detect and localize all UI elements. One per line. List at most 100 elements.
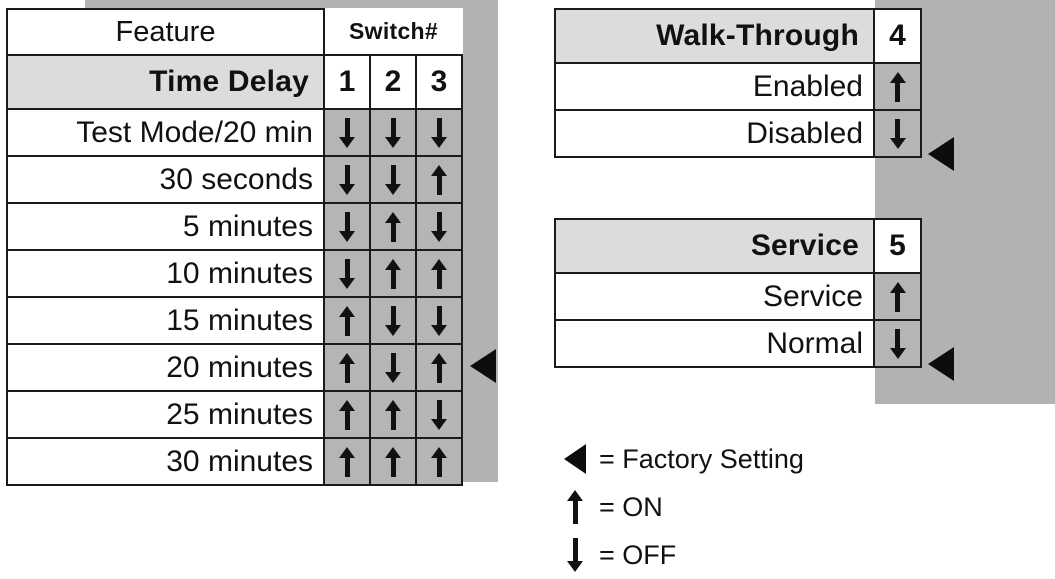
time-delay-option-label: 10 minutes xyxy=(6,249,325,298)
section-title-row: Service 5 xyxy=(554,218,922,274)
table-row: 25 minutes xyxy=(6,390,463,439)
switch-state-1 xyxy=(323,108,371,157)
switch-state-1 xyxy=(323,437,371,486)
table-row: 30 seconds xyxy=(6,155,463,204)
service-option-label: Service xyxy=(554,272,875,321)
arrow-down-icon xyxy=(380,164,406,195)
switch-state-1 xyxy=(323,202,371,251)
section-title-walk-through: Walk-Through xyxy=(554,8,875,64)
table-row: Service xyxy=(554,272,922,321)
arrow-up-icon xyxy=(334,399,360,430)
triangle-left-icon xyxy=(551,444,599,474)
switch-state xyxy=(873,319,922,368)
arrow-up-icon xyxy=(380,446,406,477)
switch-state-2 xyxy=(369,296,417,345)
time-delay-option-label: Test Mode/20 min xyxy=(6,108,325,157)
switch-state-2 xyxy=(369,202,417,251)
arrow-up-icon xyxy=(380,211,406,242)
table-row: 15 minutes xyxy=(6,296,463,345)
switch-state-1 xyxy=(323,343,371,392)
table-row: 20 minutes xyxy=(6,343,463,392)
time-delay-option-label: 20 minutes xyxy=(6,343,325,392)
arrow-down-icon xyxy=(885,328,911,359)
factory-setting-marker-time-delay xyxy=(470,349,496,383)
switch-state-3 xyxy=(415,437,463,486)
switch-number-3: 3 xyxy=(415,54,463,110)
time-delay-option-label: 5 minutes xyxy=(6,202,325,251)
legend-label: = OFF xyxy=(599,539,677,570)
table-row: Normal xyxy=(554,319,922,368)
arrow-down-icon xyxy=(380,352,406,383)
arrow-down-icon xyxy=(334,164,360,195)
table-row: Disabled xyxy=(554,109,922,158)
table-row: 30 minutes xyxy=(6,437,463,486)
arrow-down-icon xyxy=(380,305,406,336)
arrow-down-icon xyxy=(426,399,452,430)
arrow-up-icon xyxy=(551,490,599,524)
time-delay-option-label: 25 minutes xyxy=(6,390,325,439)
factory-setting-marker-walk-through xyxy=(928,137,954,171)
arrow-up-icon xyxy=(426,352,452,383)
arrow-up-icon xyxy=(380,399,406,430)
legend-label: = ON xyxy=(599,491,663,522)
table-row: 5 minutes xyxy=(6,202,463,251)
table-row: Test Mode/20 min xyxy=(6,108,463,157)
factory-setting-marker-service xyxy=(928,347,954,381)
arrow-down-icon xyxy=(561,538,589,572)
walk-through-option-label: Disabled xyxy=(554,109,875,158)
arrow-down-icon xyxy=(426,305,452,336)
switch-state-3 xyxy=(415,249,463,298)
time-delay-table: Feature Switch# Time Delay 1 2 3 Test Mo… xyxy=(6,8,463,486)
section-title-row: Time Delay 1 2 3 xyxy=(6,54,463,110)
switch-state-2 xyxy=(369,437,417,486)
switch-state-3 xyxy=(415,390,463,439)
arrow-down-icon xyxy=(885,118,911,149)
switch-state-3 xyxy=(415,296,463,345)
switch-number-1: 1 xyxy=(323,54,371,110)
switch-state-3 xyxy=(415,108,463,157)
legend-row: = Factory Setting xyxy=(551,435,971,483)
switch-state xyxy=(873,109,922,158)
arrow-up-icon xyxy=(426,258,452,289)
legend-row: = ON xyxy=(551,483,971,531)
table-row: Enabled xyxy=(554,62,922,111)
legend-row: = OFF xyxy=(551,531,971,579)
switch-state-3 xyxy=(415,155,463,204)
arrow-down-icon xyxy=(551,538,599,572)
switch-state-1 xyxy=(323,390,371,439)
switch-state-1 xyxy=(323,296,371,345)
legend: = Factory Setting = ON = OFF xyxy=(551,435,971,579)
switch-state-2 xyxy=(369,108,417,157)
feature-column-header: Feature xyxy=(6,8,325,56)
section-title-service: Service xyxy=(554,218,875,274)
section-title-time-delay: Time Delay xyxy=(6,54,325,110)
switch-state-3 xyxy=(415,343,463,392)
switch-state-1 xyxy=(323,249,371,298)
arrow-down-icon xyxy=(334,258,360,289)
arrow-up-icon xyxy=(334,305,360,336)
table-header-row: Feature Switch# xyxy=(6,8,462,56)
switch-state-2 xyxy=(369,390,417,439)
arrow-up-icon xyxy=(334,446,360,477)
switch-state-2 xyxy=(369,343,417,392)
switch-column-header: Switch# xyxy=(348,18,438,44)
arrow-up-icon xyxy=(380,258,406,289)
switch-state-3 xyxy=(415,202,463,251)
switch-number-5: 5 xyxy=(873,218,922,274)
legend-label: = Factory Setting xyxy=(599,443,804,474)
walk-through-option-label: Enabled xyxy=(554,62,875,111)
arrow-up-icon xyxy=(426,164,452,195)
time-delay-option-label: 30 seconds xyxy=(6,155,325,204)
arrow-up-icon xyxy=(885,281,911,312)
arrow-up-icon xyxy=(885,71,911,102)
switch-state-2 xyxy=(369,155,417,204)
service-option-label: Normal xyxy=(554,319,875,368)
arrow-up-icon xyxy=(334,352,360,383)
arrow-down-icon xyxy=(426,211,452,242)
arrow-down-icon xyxy=(334,211,360,242)
arrow-up-icon xyxy=(426,446,452,477)
switch-number-2: 2 xyxy=(369,54,417,110)
arrow-down-icon xyxy=(334,117,360,148)
